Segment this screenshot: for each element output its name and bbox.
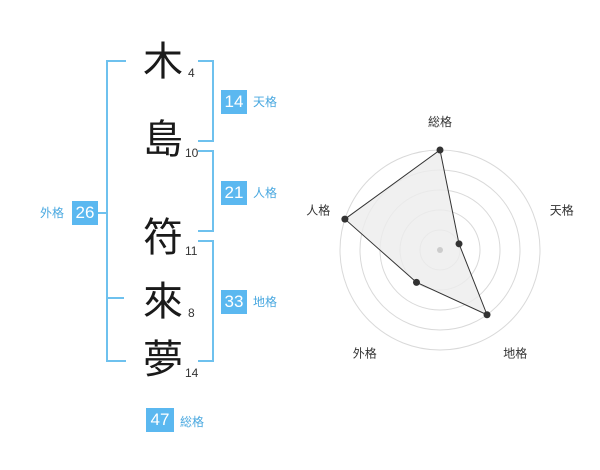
chikaku-label: 地格: [253, 295, 278, 309]
name-char-3: 符: [143, 215, 183, 261]
soukaku-value-badge: 47: [146, 408, 174, 432]
radar-axis-label-4: 外格: [353, 346, 377, 361]
tenkaku-bracket: [198, 60, 214, 142]
name-char-5: 夢: [143, 337, 183, 383]
name-char-1: 木: [143, 39, 183, 85]
radar-axis-label-5: 人格: [306, 202, 330, 217]
radar-point-3: [483, 311, 491, 319]
chikaku-bracket: [198, 240, 214, 362]
gaikaku-bracket: [106, 60, 126, 362]
radar-axis-label-3: 地格: [503, 346, 527, 361]
radar-point-2: [455, 240, 463, 248]
stroke-count-2: 10: [185, 146, 199, 160]
chikaku-value-badge: 33: [221, 290, 247, 314]
tenkaku-label: 天格: [253, 95, 278, 109]
radar-axis-label-1: 総格: [428, 114, 452, 129]
name-char-4: 來: [143, 279, 183, 325]
jinkaku-value-badge: 21: [221, 181, 247, 205]
stroke-count-4: 8: [188, 306, 195, 320]
stroke-count-1: 4: [188, 66, 195, 80]
soukaku-label: 総格: [180, 415, 205, 429]
gaikaku-bracket-mid-tick: [106, 297, 124, 299]
radar-value-polygon: [344, 149, 488, 316]
gaikaku-label: 外格: [40, 206, 65, 220]
gaikaku-value-badge: 26: [72, 201, 98, 225]
radar-center-dot: [437, 247, 443, 253]
radar-axis-label-2: 天格: [550, 202, 574, 217]
jinkaku-bracket: [198, 150, 214, 232]
stroke-count-3: 11: [185, 244, 198, 258]
stroke-count-5: 14: [185, 366, 199, 380]
gaikaku-connector: [98, 212, 108, 214]
radar-point-4: [412, 278, 420, 286]
radar-point-5: [341, 215, 349, 223]
jinkaku-label: 人格: [253, 186, 278, 200]
tenkaku-value-badge: 14: [221, 90, 247, 114]
radar-point-1: [436, 146, 444, 154]
name-char-2: 島: [143, 117, 183, 163]
